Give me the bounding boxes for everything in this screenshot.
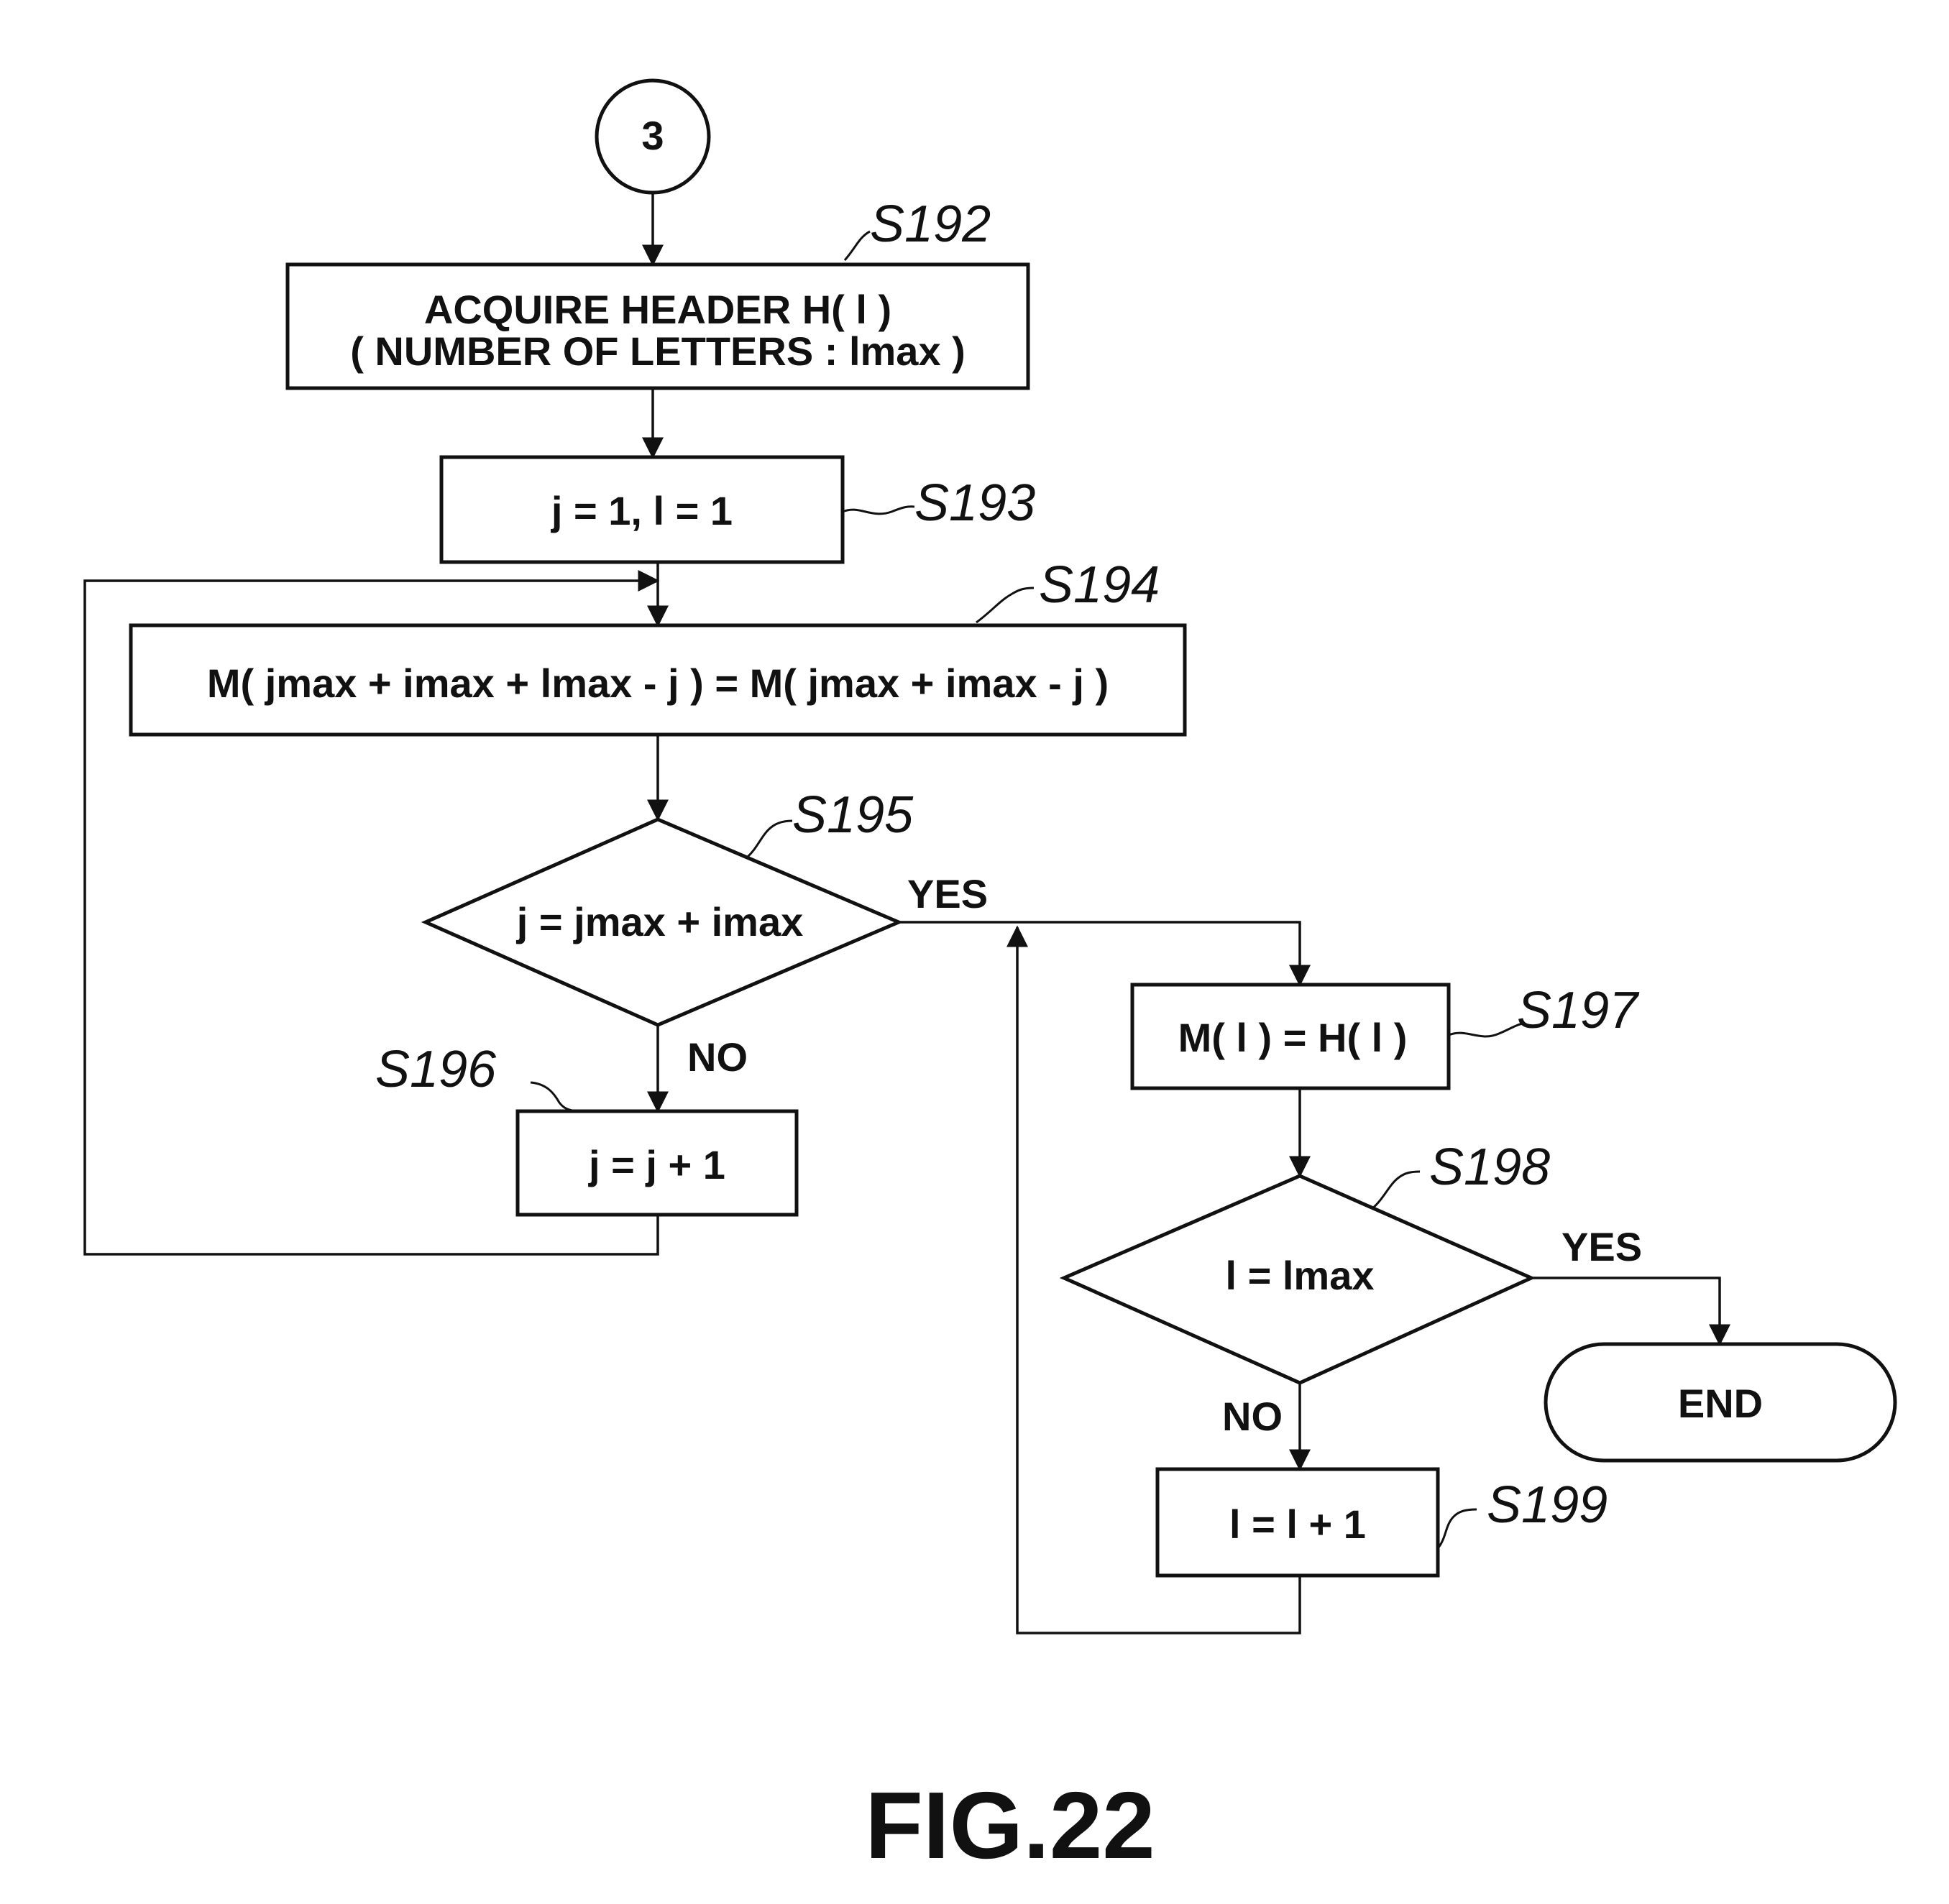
s195-text: j = jmax + imax xyxy=(516,899,803,944)
s199-step-label: S199 xyxy=(1487,1476,1608,1534)
s197-leader xyxy=(1448,1022,1523,1038)
step-s199: l = l + 1 xyxy=(1155,1467,1440,1578)
step-s197: M( l ) = H( l ) xyxy=(1130,983,1451,1090)
s198-leader xyxy=(1371,1170,1421,1210)
connector-3: 3 xyxy=(595,78,711,195)
s192-line2: ( NUMBER OF LETTERS : lmax ) xyxy=(350,328,966,374)
s199-text: l = l + 1 xyxy=(1229,1501,1366,1547)
s196-text: j = j + 1 xyxy=(588,1142,725,1187)
s192-leader xyxy=(843,230,871,261)
s195-leader xyxy=(746,819,793,858)
step-s194: M( jmax + imax + lmax - j ) = M( jmax + … xyxy=(129,623,1187,737)
s193-leader xyxy=(842,505,915,515)
s198-text: l = lmax xyxy=(1225,1253,1374,1298)
terminal-end: END xyxy=(1544,1342,1897,1463)
decision-s195: j = jmax + imax xyxy=(421,817,904,1027)
figure-title: FIG.22 xyxy=(865,1772,1155,1878)
end-label: END xyxy=(1678,1381,1763,1426)
s197-step-label: S197 xyxy=(1517,982,1640,1039)
loop-s199-to-s197 xyxy=(1006,925,1301,1634)
s198-step-label: S198 xyxy=(1429,1139,1550,1196)
s192-line1: ACQUIRE HEADER H( l ) xyxy=(424,287,891,332)
step-s193: j = 1, l = 1 xyxy=(439,455,845,564)
s197-text: M( l ) = H( l ) xyxy=(1178,1015,1408,1060)
arrow-s195-yes-to-s197 xyxy=(899,921,1311,987)
s196-step-label: S196 xyxy=(375,1041,497,1098)
decision-s198: l = lmax xyxy=(1059,1174,1536,1385)
loop-s196-to-s194 xyxy=(83,570,660,1256)
s195-step-label: S195 xyxy=(792,786,914,844)
s198-no-label: NO xyxy=(1222,1394,1283,1439)
s198-yes-label: YES xyxy=(1562,1224,1642,1269)
s194-step-label: S194 xyxy=(1039,556,1160,614)
s192-step-label: S192 xyxy=(870,196,991,253)
connector-label: 3 xyxy=(641,113,664,158)
s193-text: j = 1, l = 1 xyxy=(551,488,733,533)
s195-no-label: NO xyxy=(687,1034,748,1080)
arrow-s198-yes-to-end xyxy=(1531,1277,1730,1346)
s195-yes-label: YES xyxy=(907,871,988,916)
s193-step-label: S193 xyxy=(914,474,1035,532)
s196-leader xyxy=(530,1081,576,1113)
s199-leader xyxy=(1436,1508,1477,1549)
step-s196: j = j + 1 xyxy=(515,1109,799,1217)
s194-text: M( jmax + imax + lmax - j ) = M( jmax + … xyxy=(207,661,1109,706)
step-s192: ACQUIRE HEADER H( l ) ( NUMBER OF LETTER… xyxy=(285,262,1030,390)
s194-leader xyxy=(976,587,1035,624)
